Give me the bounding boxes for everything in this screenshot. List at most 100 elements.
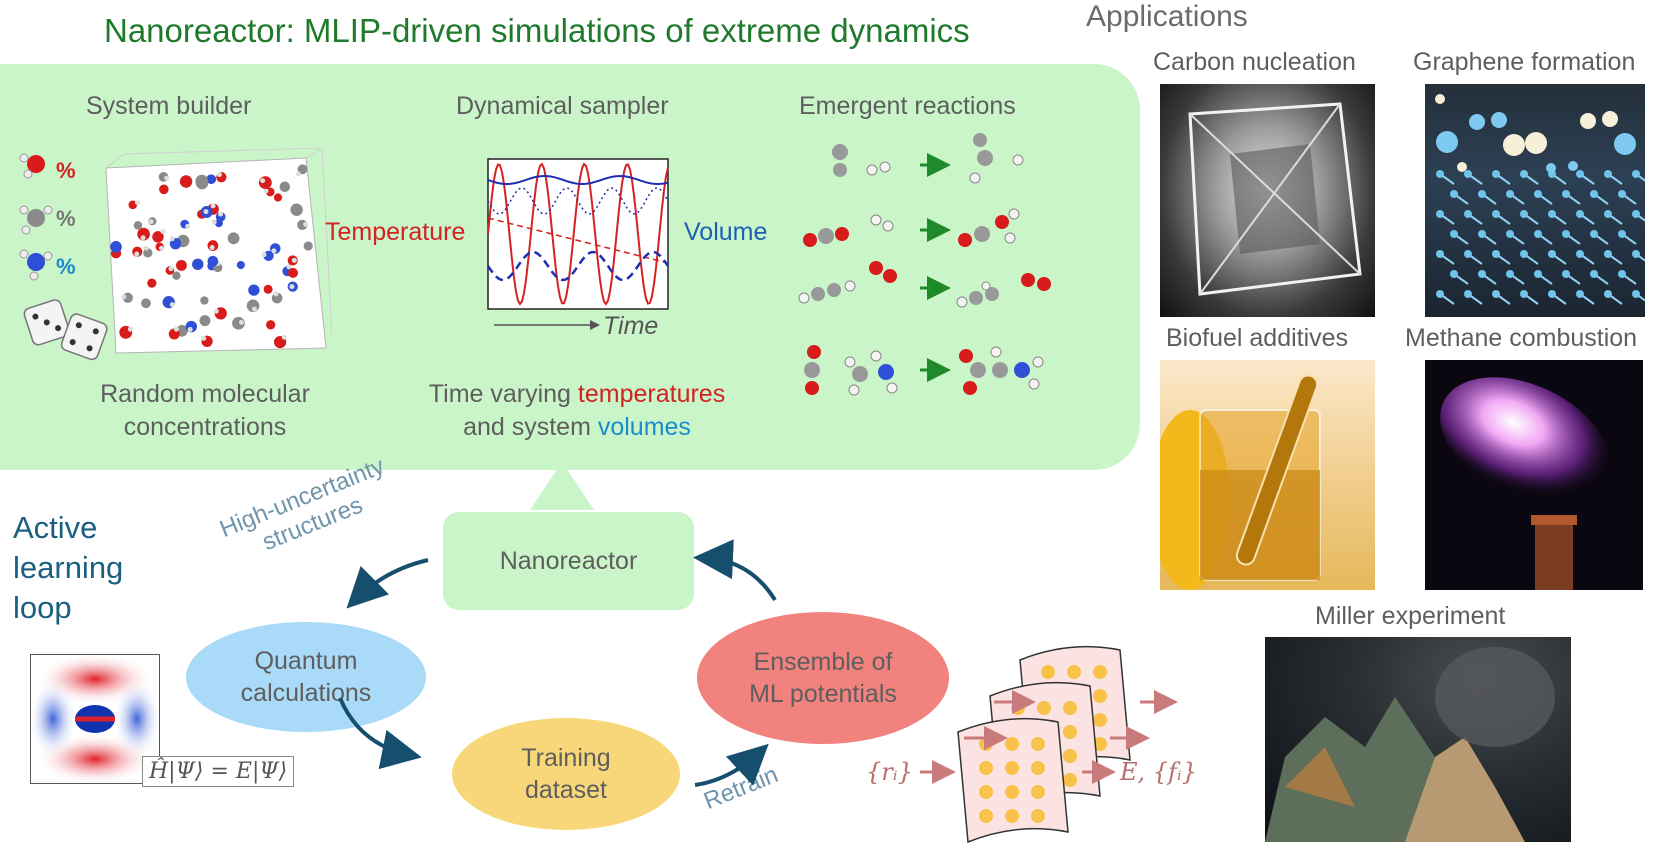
figure-title: Nanoreactor: MLIP-driven simulations of … [104,12,970,49]
lattice-atom [1520,210,1528,218]
hydrogen-atom [218,211,224,217]
hydrogen-atom [273,291,279,297]
hydrogen-atom [148,219,154,225]
hydrogen-atom [201,335,207,341]
lattice-atom [1464,250,1472,258]
lattice-atom [1618,270,1626,278]
lattice-atom [1492,250,1500,258]
lattice-atom [1548,210,1556,218]
hydrogen-atom [281,334,287,340]
network-node [979,785,993,799]
app-label-graphene: Graphene formation [1413,48,1636,76]
random-concentrations-caption: Random molecular concentrations [100,380,310,441]
sampler-plot [487,158,669,310]
miller-photo [1265,637,1571,842]
network-node [1067,665,1081,679]
app-label-carbon: Carbon nucleation [1153,48,1356,76]
hydrogen-atom [134,200,140,206]
floating-atom [1491,112,1507,128]
time-varying-caption: Time varying temperatures and system vol… [428,380,726,441]
network-node [1005,737,1019,751]
network-node [1005,785,1019,799]
hydrogen-atom [164,175,170,181]
atom [258,176,272,190]
floating-atom [1614,133,1636,155]
network-node [1063,701,1077,715]
network-node [979,761,993,775]
atom [155,232,164,241]
floating-atom [1469,114,1485,130]
graphene-lattice-icon [1435,94,1645,305]
floating-atom [1435,94,1445,104]
lattice-atom [1464,290,1472,298]
atom [288,267,298,278]
hydrogen-atom [263,188,269,194]
lattice-atom [1604,250,1612,258]
output-energies: E, {fᵢ} [1120,758,1198,786]
graphene-photo [1425,84,1645,317]
lattice-atom [1520,250,1528,258]
hydrogen-atom [213,308,219,314]
network-node [1031,761,1045,775]
lattice-atom [1520,170,1528,178]
lattice-atom [1632,290,1640,298]
speech-tail [530,462,594,510]
hydrogen-atom [169,302,175,308]
lattice-atom [1632,210,1640,218]
methane-percent: % [56,206,76,231]
lattice-atom [1506,270,1514,278]
hydrogen-atom [187,326,193,332]
input-positions: {rᵢ} [866,758,913,786]
applications-heading: Applications [1086,0,1248,33]
hydrogen-atom [160,229,166,235]
lattice-atom [1632,250,1640,258]
dice-icon [23,299,108,361]
hydrogen-atom [261,252,267,258]
floating-atom [1602,111,1618,127]
volume-axis-label: Volume [684,218,768,246]
hydrogen-atom [134,251,140,257]
simulation-box [105,148,332,354]
hydrogen-atom [211,219,217,225]
lattice-atom [1492,290,1500,298]
lattice-atom [1604,210,1612,218]
flare-icon [1440,377,1610,590]
lattice-atom [1576,210,1584,218]
network-node [1063,773,1077,787]
hydrogen-atom [121,294,127,300]
hydrogen-atom [295,171,301,177]
lattice-atom [1632,170,1640,178]
lattice-atom [1576,170,1584,178]
hydrogen-atom [260,178,266,184]
network-node [1093,713,1107,727]
temperature-axis-label: Temperature [325,218,466,246]
reactions-diagram [798,133,1051,396]
atom [303,241,313,251]
hydrogen-atom [291,257,297,263]
atom [279,181,291,192]
ammonia-percent: % [56,254,76,279]
hydrogen-atom [251,306,257,312]
network-node [1093,689,1107,703]
hydrogen-atom [158,245,164,251]
lattice-atom [1576,290,1584,298]
loop-arrows [338,539,777,787]
lattice-atom [1618,230,1626,238]
atom [227,232,240,245]
beaker-icon [1160,374,1321,590]
lattice-atom [1478,270,1486,278]
lattice-atom [1590,230,1598,238]
lattice-atom [1562,270,1570,278]
hydrogen-atom [271,248,277,254]
hydrogen-atom [286,264,292,270]
hydrogen-atom [140,235,146,241]
hydrogen-atom [185,223,191,229]
system-builder-heading: System builder [86,92,252,120]
hydrogen-atom [169,236,175,242]
atom [147,278,157,288]
network-node [1005,761,1019,775]
lattice-atom [1436,210,1444,218]
